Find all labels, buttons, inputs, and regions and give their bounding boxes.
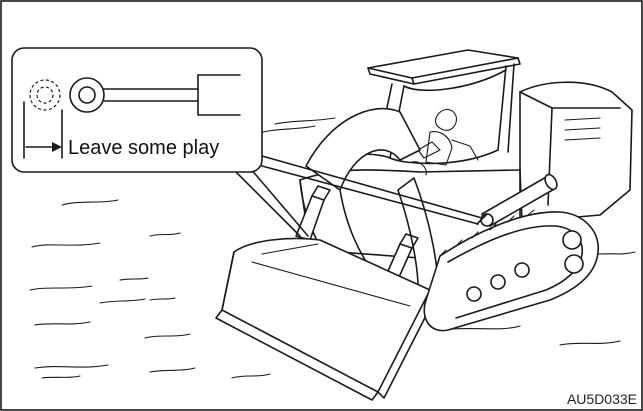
cab	[390, 70, 506, 175]
figure-code: AU5D033E	[567, 391, 637, 407]
callout-label: Leave some play	[68, 137, 219, 159]
callout-box: Leave some play	[12, 48, 262, 172]
tracks	[424, 210, 598, 331]
callout-leader-lines	[232, 156, 482, 236]
